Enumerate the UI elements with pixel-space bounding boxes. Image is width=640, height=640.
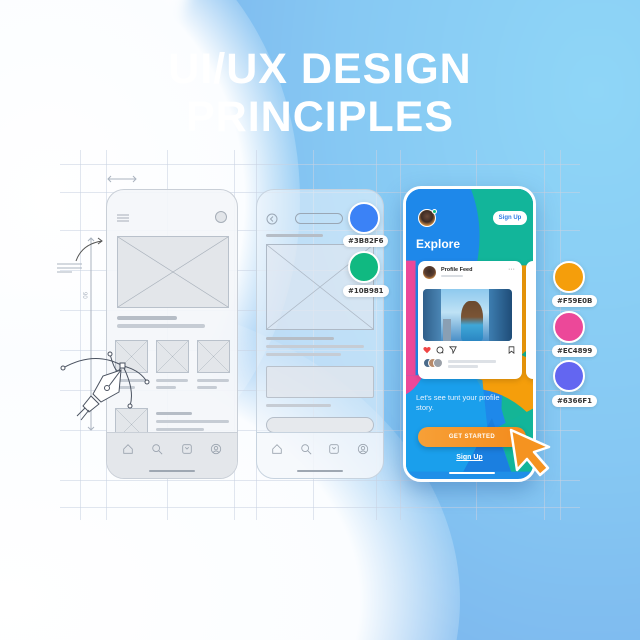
search-icon (152, 444, 163, 455)
home-icon (123, 444, 133, 454)
profile-icon (357, 443, 368, 455)
like-heart-icon[interactable] (423, 346, 431, 354)
user-avatar[interactable] (418, 209, 436, 227)
get-started-button[interactable]: GET STARTED (418, 427, 526, 447)
headline-line-2: PRINCIPLES (185, 93, 455, 141)
avatar-placeholder (215, 211, 227, 223)
search-pill-placeholder (295, 213, 343, 224)
profile-icon (211, 443, 222, 455)
cursor-arrow-icon (509, 428, 551, 477)
bag-icon (329, 444, 339, 454)
swatch-label-orange: #F59E0B (552, 295, 598, 307)
swatch-label-green: #10B981 (343, 285, 389, 297)
home-indicator (449, 472, 495, 474)
swatch-orange[interactable] (553, 261, 585, 293)
signup-button[interactable]: Sign Up (493, 211, 527, 225)
bookmark-icon[interactable] (508, 346, 515, 354)
button-placeholder (266, 417, 374, 433)
hero-image-placeholder (117, 236, 229, 308)
explore-heading: Explore (416, 237, 461, 251)
search-icon (301, 444, 312, 455)
swatch-indigo[interactable] (553, 360, 585, 392)
wireframe-phone-left (106, 189, 238, 479)
back-icon (266, 213, 278, 225)
feed-photo (423, 289, 512, 341)
home-icon (272, 444, 282, 454)
bottom-nav-left (107, 432, 237, 478)
bottom-nav-middle (257, 432, 383, 478)
swatch-green[interactable] (348, 251, 380, 283)
profile-feed-card[interactable]: Profile Feed ··· (418, 261, 522, 379)
online-status-dot (432, 209, 437, 214)
tagline-text: Let's see tunt your profile story. (416, 393, 500, 412)
menu-icon (117, 214, 129, 222)
swatch-pink[interactable] (553, 311, 585, 343)
next-feed-card-peek (526, 261, 533, 379)
swatch-label-pink: #EC4899 (552, 345, 598, 357)
pen-tool-icon (60, 351, 150, 421)
share-send-icon[interactable] (449, 346, 457, 354)
svg-text:90: 90 (81, 292, 87, 299)
more-options-icon[interactable]: ··· (508, 266, 515, 273)
swatch-blue[interactable] (348, 202, 380, 234)
card-avatar (423, 266, 436, 279)
liked-by-avatars (423, 358, 443, 368)
signup-link[interactable]: Sign Up (456, 454, 483, 461)
comment-icon[interactable] (436, 346, 444, 354)
swatch-label-blue: #3B82F6 (343, 235, 389, 247)
headline-line-1: UI/UX DESIGN (168, 45, 472, 93)
app-mockup-phone: Sign Up Explore Profile Feed ··· Let's s… (403, 186, 536, 482)
bag-icon (182, 444, 192, 454)
thumb-placeholder-3 (197, 340, 230, 373)
content-block-placeholder (266, 366, 374, 398)
card-title: Profile Feed (441, 267, 473, 273)
thumb-placeholder-2 (156, 340, 189, 373)
swatch-label-indigo: #6366F1 (552, 395, 597, 407)
